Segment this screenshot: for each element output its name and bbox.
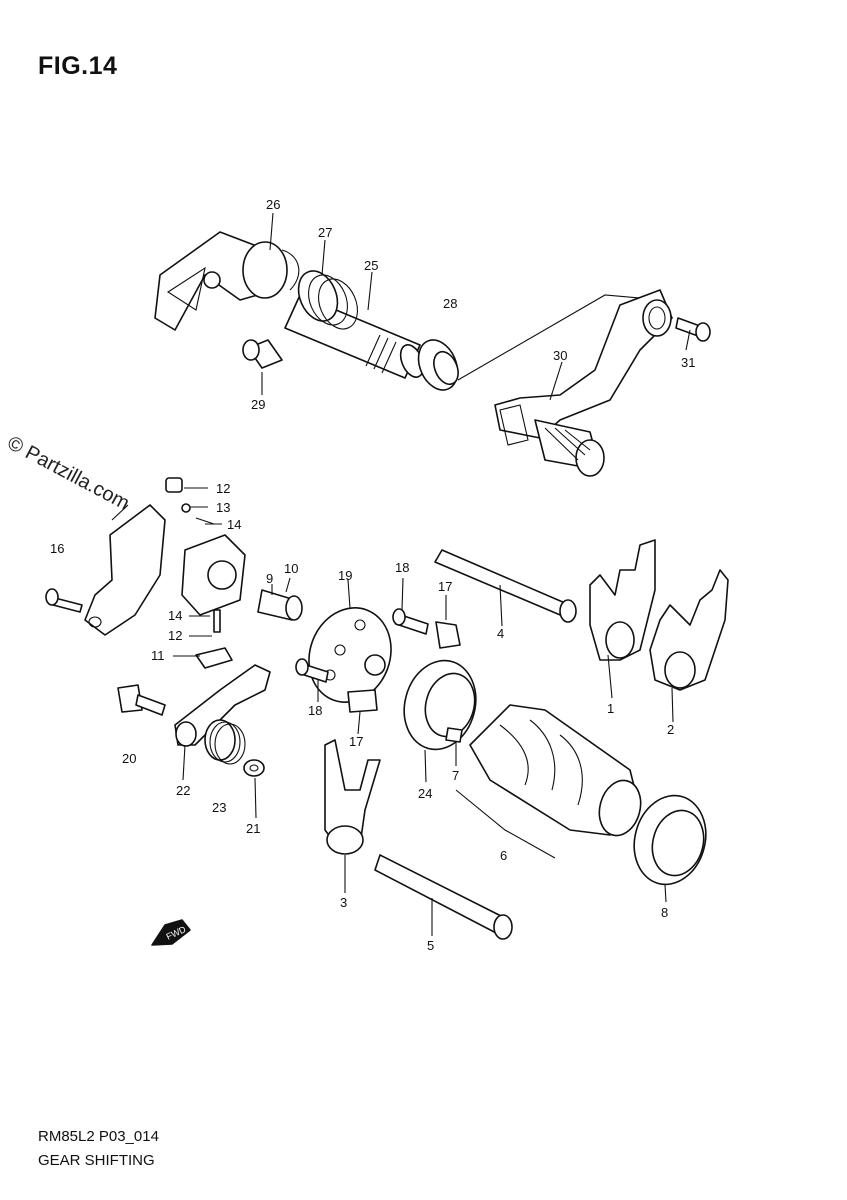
callout-28: 28 <box>443 296 457 311</box>
figure-title: FIG.14 <box>38 52 118 80</box>
callout-22: 22 <box>176 783 190 798</box>
figure-name: GEAR SHIFTING <box>38 1152 155 1169</box>
callout-27: 27 <box>318 225 332 240</box>
callout-31: 31 <box>681 355 695 370</box>
callout-10: 10 <box>284 561 298 576</box>
callout-19: 19 <box>338 568 352 583</box>
callout-20: 20 <box>122 751 136 766</box>
callout-11: 11 <box>151 648 165 663</box>
callout-4: 4 <box>497 626 504 641</box>
callout-12-upper: 12 <box>216 481 230 496</box>
callout-25: 25 <box>364 258 378 273</box>
callout-14-lower: 14 <box>168 608 182 623</box>
callout-23: 23 <box>212 800 226 815</box>
callout-29: 29 <box>251 397 265 412</box>
callout-26: 26 <box>266 197 280 212</box>
callout-7: 7 <box>452 768 459 783</box>
shift-fork-shafts <box>374 549 577 940</box>
callout-1: 1 <box>607 701 614 716</box>
callout-21: 21 <box>246 821 260 836</box>
callout-30: 30 <box>553 348 567 363</box>
gearshift-shaft-assembly <box>154 231 711 477</box>
callout-9: 9 <box>266 571 273 586</box>
shift-forks <box>324 539 729 855</box>
gearshift-arm-group <box>117 664 271 777</box>
callout-18-lower: 18 <box>308 703 322 718</box>
leader-lines <box>111 212 691 936</box>
figure-code: RM85L2 P03_014 <box>38 1128 159 1145</box>
callout-2: 2 <box>667 722 674 737</box>
callouts: 26 27 25 28 29 30 31 12 13 14 16 9 10 19… <box>50 197 695 953</box>
callout-8: 8 <box>661 905 668 920</box>
shift-drum-group <box>403 659 707 886</box>
callout-24: 24 <box>418 786 432 801</box>
callout-17-lower: 17 <box>349 734 363 749</box>
callout-3: 3 <box>340 895 347 910</box>
callout-13: 13 <box>216 500 230 515</box>
callout-16: 16 <box>50 541 64 556</box>
callout-17-upper: 17 <box>438 579 452 594</box>
fwd-arrow-icon: FWD <box>151 919 191 946</box>
callout-14-upper: 14 <box>227 517 241 532</box>
callout-12-lower: 12 <box>168 628 182 643</box>
callout-6: 6 <box>500 848 507 863</box>
callout-5: 5 <box>427 938 434 953</box>
callout-18-upper: 18 <box>395 560 409 575</box>
shift-cam-group <box>295 607 461 713</box>
shift-cam-stopper-assembly <box>45 477 303 669</box>
